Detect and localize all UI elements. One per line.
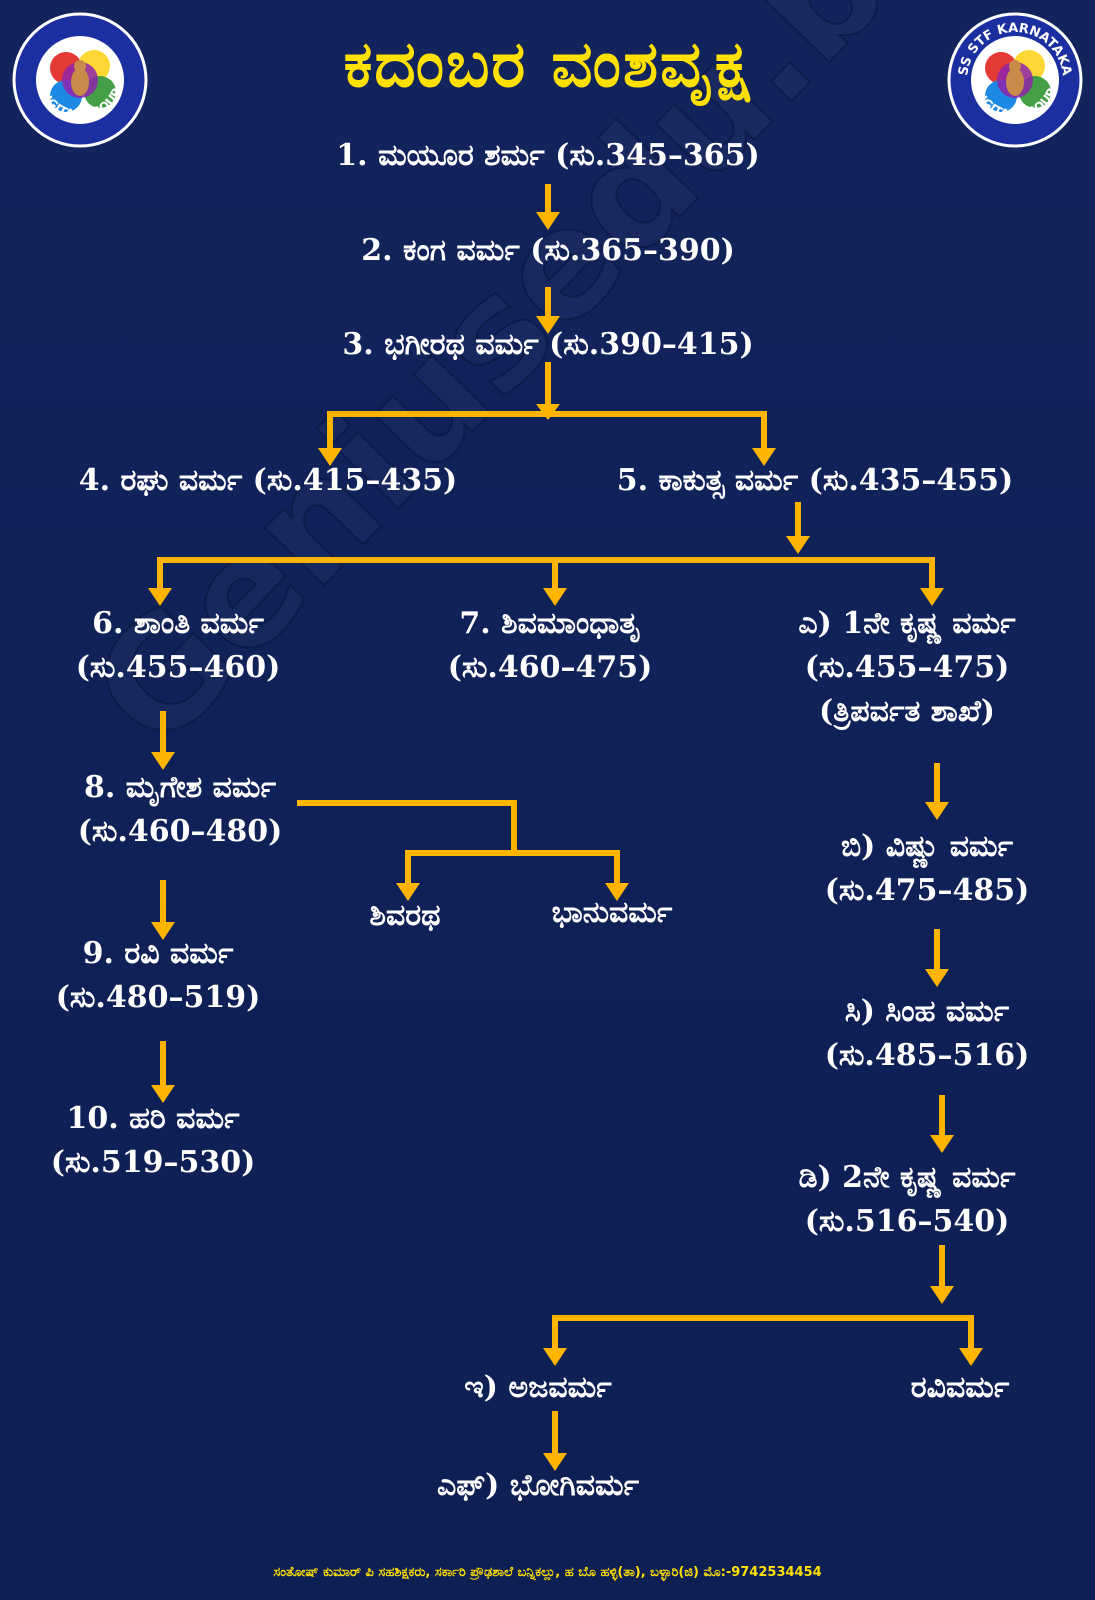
node-shivamandhatri: 7. ಶಿವಮಾಂಧಾತೃ (ಸು.460–475) — [448, 602, 653, 690]
node-ravivarma: ರವಿವರ್ಮ — [911, 1366, 1010, 1410]
arrowhead-split-5 — [786, 536, 810, 554]
node-label: ಬಿ) ವಿಷ್ಣು ವರ್ಮ — [840, 829, 1014, 864]
node-bhogivarma: ಎಫ್) ಭೋಗಿವರ್ಮ — [437, 1464, 639, 1508]
node-dates: (ಸು.475–485) — [824, 873, 1030, 908]
node-raghu-varma: 4. ರಘು ವರ್ಮ (ಸು.415–435) — [79, 459, 457, 503]
connector-8-children — [405, 850, 620, 888]
node-label: ಶಿವರಥ — [369, 898, 441, 933]
arrowhead-e — [543, 1348, 567, 1366]
node-ajavarma: ಇ) ಅಜವರ್ಮ — [464, 1366, 611, 1410]
node-label: ಸಿ) ಸಿಂಹ ವರ್ಮ — [844, 994, 1010, 1029]
arrowhead-split-d — [930, 1286, 954, 1304]
node-hari-varma: 10. ಹರಿ ವರ್ಮ (ಸು.519–530) — [51, 1097, 256, 1185]
connector-8-branch — [297, 800, 517, 856]
node-shanti-varma: 6. ಶಾಂತಿ ವರ್ಮ (ಸು.455–460) — [76, 602, 281, 690]
arrowhead-7 — [543, 588, 567, 606]
footer-credit: ಸಂತೋಷ್ ಕುಮಾರ್ ಪಿ ಸಹಶಿಕ್ಷಕರು, ಸರ್ಕಾರಿ ಪ್ರ… — [273, 1565, 822, 1580]
node-label: ಭಾನುವರ್ಮ — [551, 895, 673, 930]
node-dates: (ಸು.516–540) — [804, 1204, 1010, 1239]
node-label: 4. ರಘು ವರ್ಮ (ಸು.415–435) — [78, 463, 458, 498]
arrowhead-split-3 — [536, 404, 560, 420]
node-label: ಎಫ್) ಭೋಗಿವರ್ಮ — [436, 1468, 640, 1503]
node-label: ಇ) ಅಜವರ್ಮ — [464, 1370, 612, 1405]
node-label: 9. ರವಿ ವರ್ಮ — [82, 936, 234, 971]
node-label: 8. ಮೃಗೇಶ ವರ್ಮ — [83, 770, 276, 805]
arrowhead-10 — [151, 1085, 175, 1103]
node-branch: (ತ್ರಿಪರ್ವತ ಶಾಖೆ) — [819, 694, 995, 729]
node-dates: (ಸು.455–460) — [75, 650, 281, 685]
logo-right: SS STF KARNATAKA DIGITAL GROUP — [947, 12, 1083, 148]
node-label: 10. ಹರಿ ವರ್ಮ — [66, 1101, 240, 1136]
node-dates: (ಸು.460–475) — [447, 650, 653, 685]
node-simha-varma: ಸಿ) ಸಿಂಹ ವರ್ಮ (ಸು.485–516) — [825, 990, 1030, 1078]
node-label: 6. ಶಾಂತಿ ವರ್ಮ — [92, 606, 264, 641]
node-ravi-varma: 9. ರವಿ ವರ್ಮ (ಸು.480–519) — [56, 932, 261, 1020]
arrowhead-9 — [151, 922, 175, 940]
arrowhead-6 — [148, 588, 172, 606]
node-dates: (ಸು.480–519) — [55, 980, 261, 1015]
node-bhanuvarma: ಭಾನುವರ್ಮ — [552, 891, 673, 935]
node-kakutsa-varma: 5. ಕಾಕುತ್ಸ ವರ್ಮ (ಸು.435–455) — [617, 459, 1013, 503]
arrowhead-f — [543, 1453, 567, 1471]
arrowhead-bhanu — [605, 883, 629, 901]
node-bhagiratha-varma: 3. ಭಗೀರಥ ವರ್ಮ (ಸು.390–415) — [342, 323, 753, 367]
arrowhead-a — [920, 588, 944, 606]
node-vishnu-varma: ಬಿ) ವಿಷ್ಣು ವರ್ಮ (ಸು.475–485) — [825, 825, 1030, 913]
logo-left: SS STF KARNATAKA DIGITAL GROUP — [10, 10, 150, 148]
arrowhead-b — [925, 802, 949, 820]
connector-split-e-ravi — [552, 1315, 974, 1353]
node-krishna-varma-1: ಎ) 1ನೇ ಕೃಷ್ಣ ವರ್ಮ (ಸು.455–475) (ತ್ರಿಪರ್ವ… — [798, 602, 1015, 734]
node-kanga-varma: 2. ಕಂಗ ವರ್ಮ (ಸು.365–390) — [361, 229, 735, 273]
connector-split-6-7-a — [157, 557, 935, 593]
node-label: 7. ಶಿವಮಾಂಧಾತೃ — [459, 606, 641, 641]
node-label: 3. ಭಗೀರಥ ವರ್ಮ (ಸು.390–415) — [342, 327, 754, 362]
node-dates: (ಸು.485–516) — [824, 1038, 1030, 1073]
node-label: 1. ಮಯೂರ ಶರ್ಮ (ಸು.345–365) — [336, 138, 760, 173]
connector-split-4-5 — [327, 411, 767, 453]
node-label: ಡಿ) 2ನೇ ಕೃಷ್ಣ ವರ್ಮ — [798, 1160, 1016, 1195]
arrowhead-8 — [151, 752, 175, 770]
page-title: ಕದಂಬರ ವಂಶವೃಕ್ಷ — [343, 28, 752, 102]
arrowhead-5 — [752, 448, 776, 466]
node-label: 5. ಕಾಕುತ್ಸ ವರ್ಮ (ಸು.435–455) — [616, 463, 1014, 498]
node-label: 2. ಕಂಗ ವರ್ಮ (ಸು.365–390) — [361, 233, 735, 268]
arrowhead-ravi — [959, 1348, 983, 1366]
node-label: ರವಿವರ್ಮ — [910, 1370, 1010, 1405]
node-krishna-varma-2: ಡಿ) 2ನೇ ಕೃಷ್ಣ ವರ್ಮ (ಸು.516–540) — [799, 1156, 1016, 1244]
node-mayura-sharma: 1. ಮಯೂರ ಶರ್ಮ (ಸು.345–365) — [336, 134, 759, 178]
arrowhead-shivaratha — [396, 883, 420, 901]
node-label: ಎ) 1ನೇ ಕೃಷ್ಣ ವರ್ಮ — [798, 606, 1016, 641]
arrowhead-c — [925, 969, 949, 987]
arrowhead-2 — [536, 212, 560, 230]
arrowhead-d — [930, 1135, 954, 1153]
arrowhead-3 — [536, 316, 560, 334]
node-dates: (ಸು.460–480) — [77, 814, 283, 849]
node-dates: (ಸು.519–530) — [50, 1145, 256, 1180]
node-mrigesha-varma: 8. ಮೃಗೇಶ ವರ್ಮ (ಸು.460–480) — [78, 766, 283, 854]
logo-left-text-top: SS STF KARNATAKA — [10, 10, 150, 14]
node-shivaratha: ಶಿವರಥ — [370, 894, 441, 938]
arrowhead-4 — [318, 448, 342, 466]
node-dates: (ಸು.455–475) — [804, 650, 1010, 685]
